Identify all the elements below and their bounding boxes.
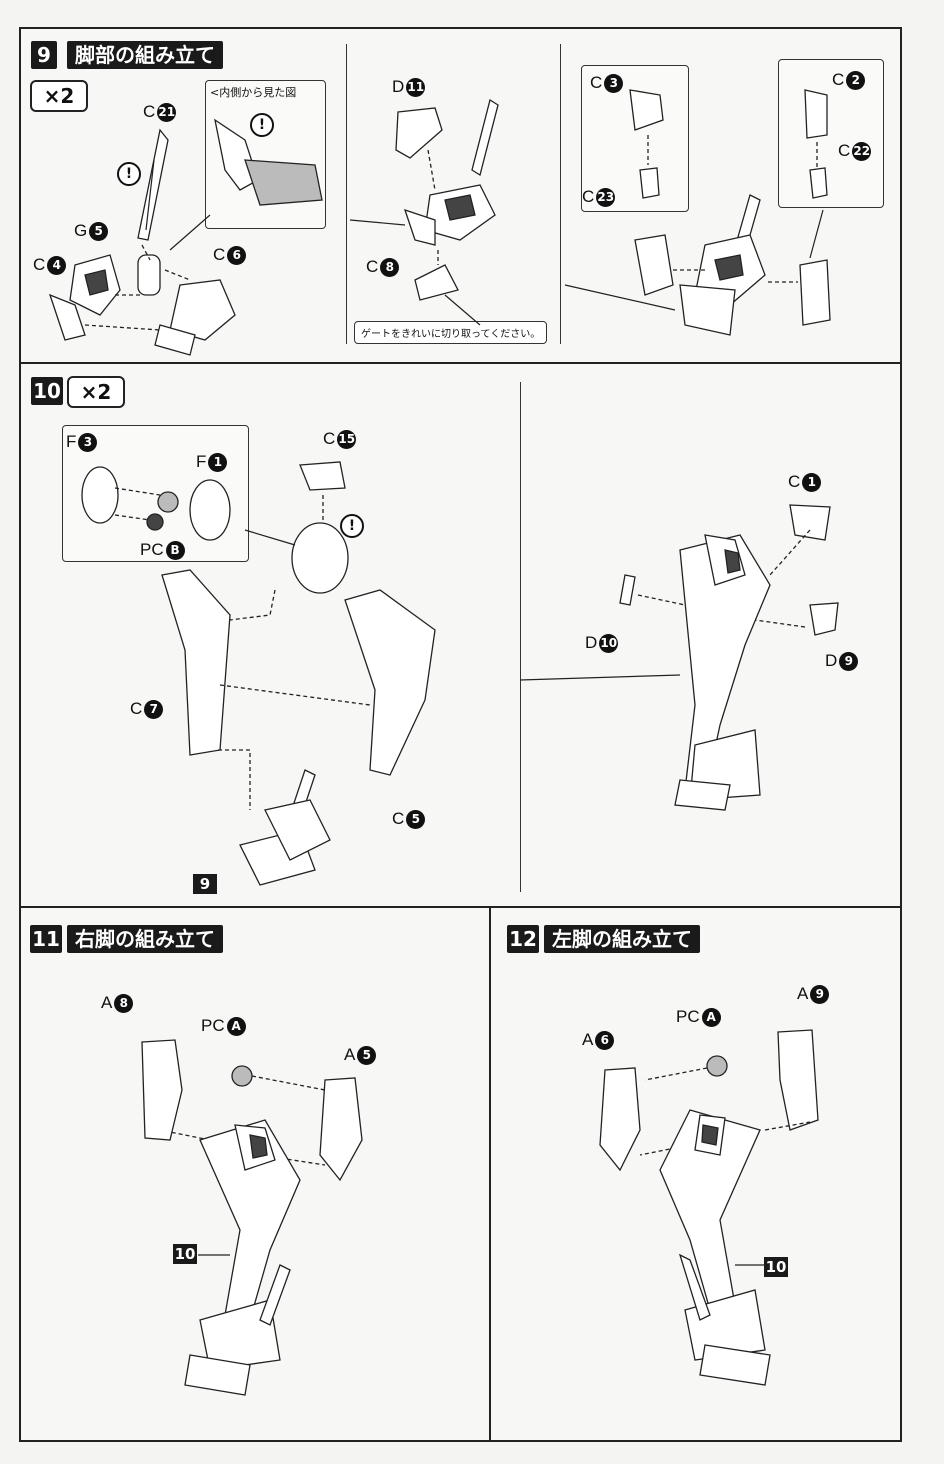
step10-right-illustration xyxy=(519,504,839,811)
step9-right-illustration xyxy=(564,89,831,336)
step12-illustration xyxy=(599,1029,819,1386)
step-reference-badge: 10 xyxy=(764,1257,788,1277)
warning-icon: ! xyxy=(250,113,274,137)
multiplier-badge: ×2 xyxy=(30,80,88,112)
inner-view-caption: <内側から見た図 xyxy=(210,86,297,99)
subdivider-9a xyxy=(346,44,347,344)
step-reference-badge: 9 xyxy=(193,874,217,894)
detail-box-c3 xyxy=(581,65,689,212)
gate-cut-note: ゲートをきれいに切り取ってください。 xyxy=(354,321,548,344)
step10-left-illustration xyxy=(81,461,436,886)
step-number: 9 xyxy=(31,41,57,69)
divider-step10-step11 xyxy=(19,906,902,908)
subdivider-9b xyxy=(560,44,561,344)
step11-illustration xyxy=(141,1039,363,1396)
step-number: 12 xyxy=(507,925,539,953)
divider-step9-step10 xyxy=(19,362,902,364)
divider-step11-step12 xyxy=(489,906,491,1442)
step-number: 10 xyxy=(31,377,63,405)
step-number: 11 xyxy=(30,925,62,953)
step-title: 右脚の組み立て xyxy=(67,925,223,953)
subdivider-10 xyxy=(520,382,521,892)
multiplier-badge: ×2 xyxy=(67,376,125,408)
warning-icon: ! xyxy=(340,514,364,538)
step9-left-illustration xyxy=(48,118,323,356)
step-title: 左脚の組み立て xyxy=(544,925,700,953)
warning-icon: ! xyxy=(117,162,141,186)
step9-middle-illustration xyxy=(349,98,499,326)
step-reference-badge: 10 xyxy=(173,1244,197,1264)
detail-box-c2 xyxy=(778,59,884,208)
step-title: 脚部の組み立て xyxy=(67,41,223,69)
